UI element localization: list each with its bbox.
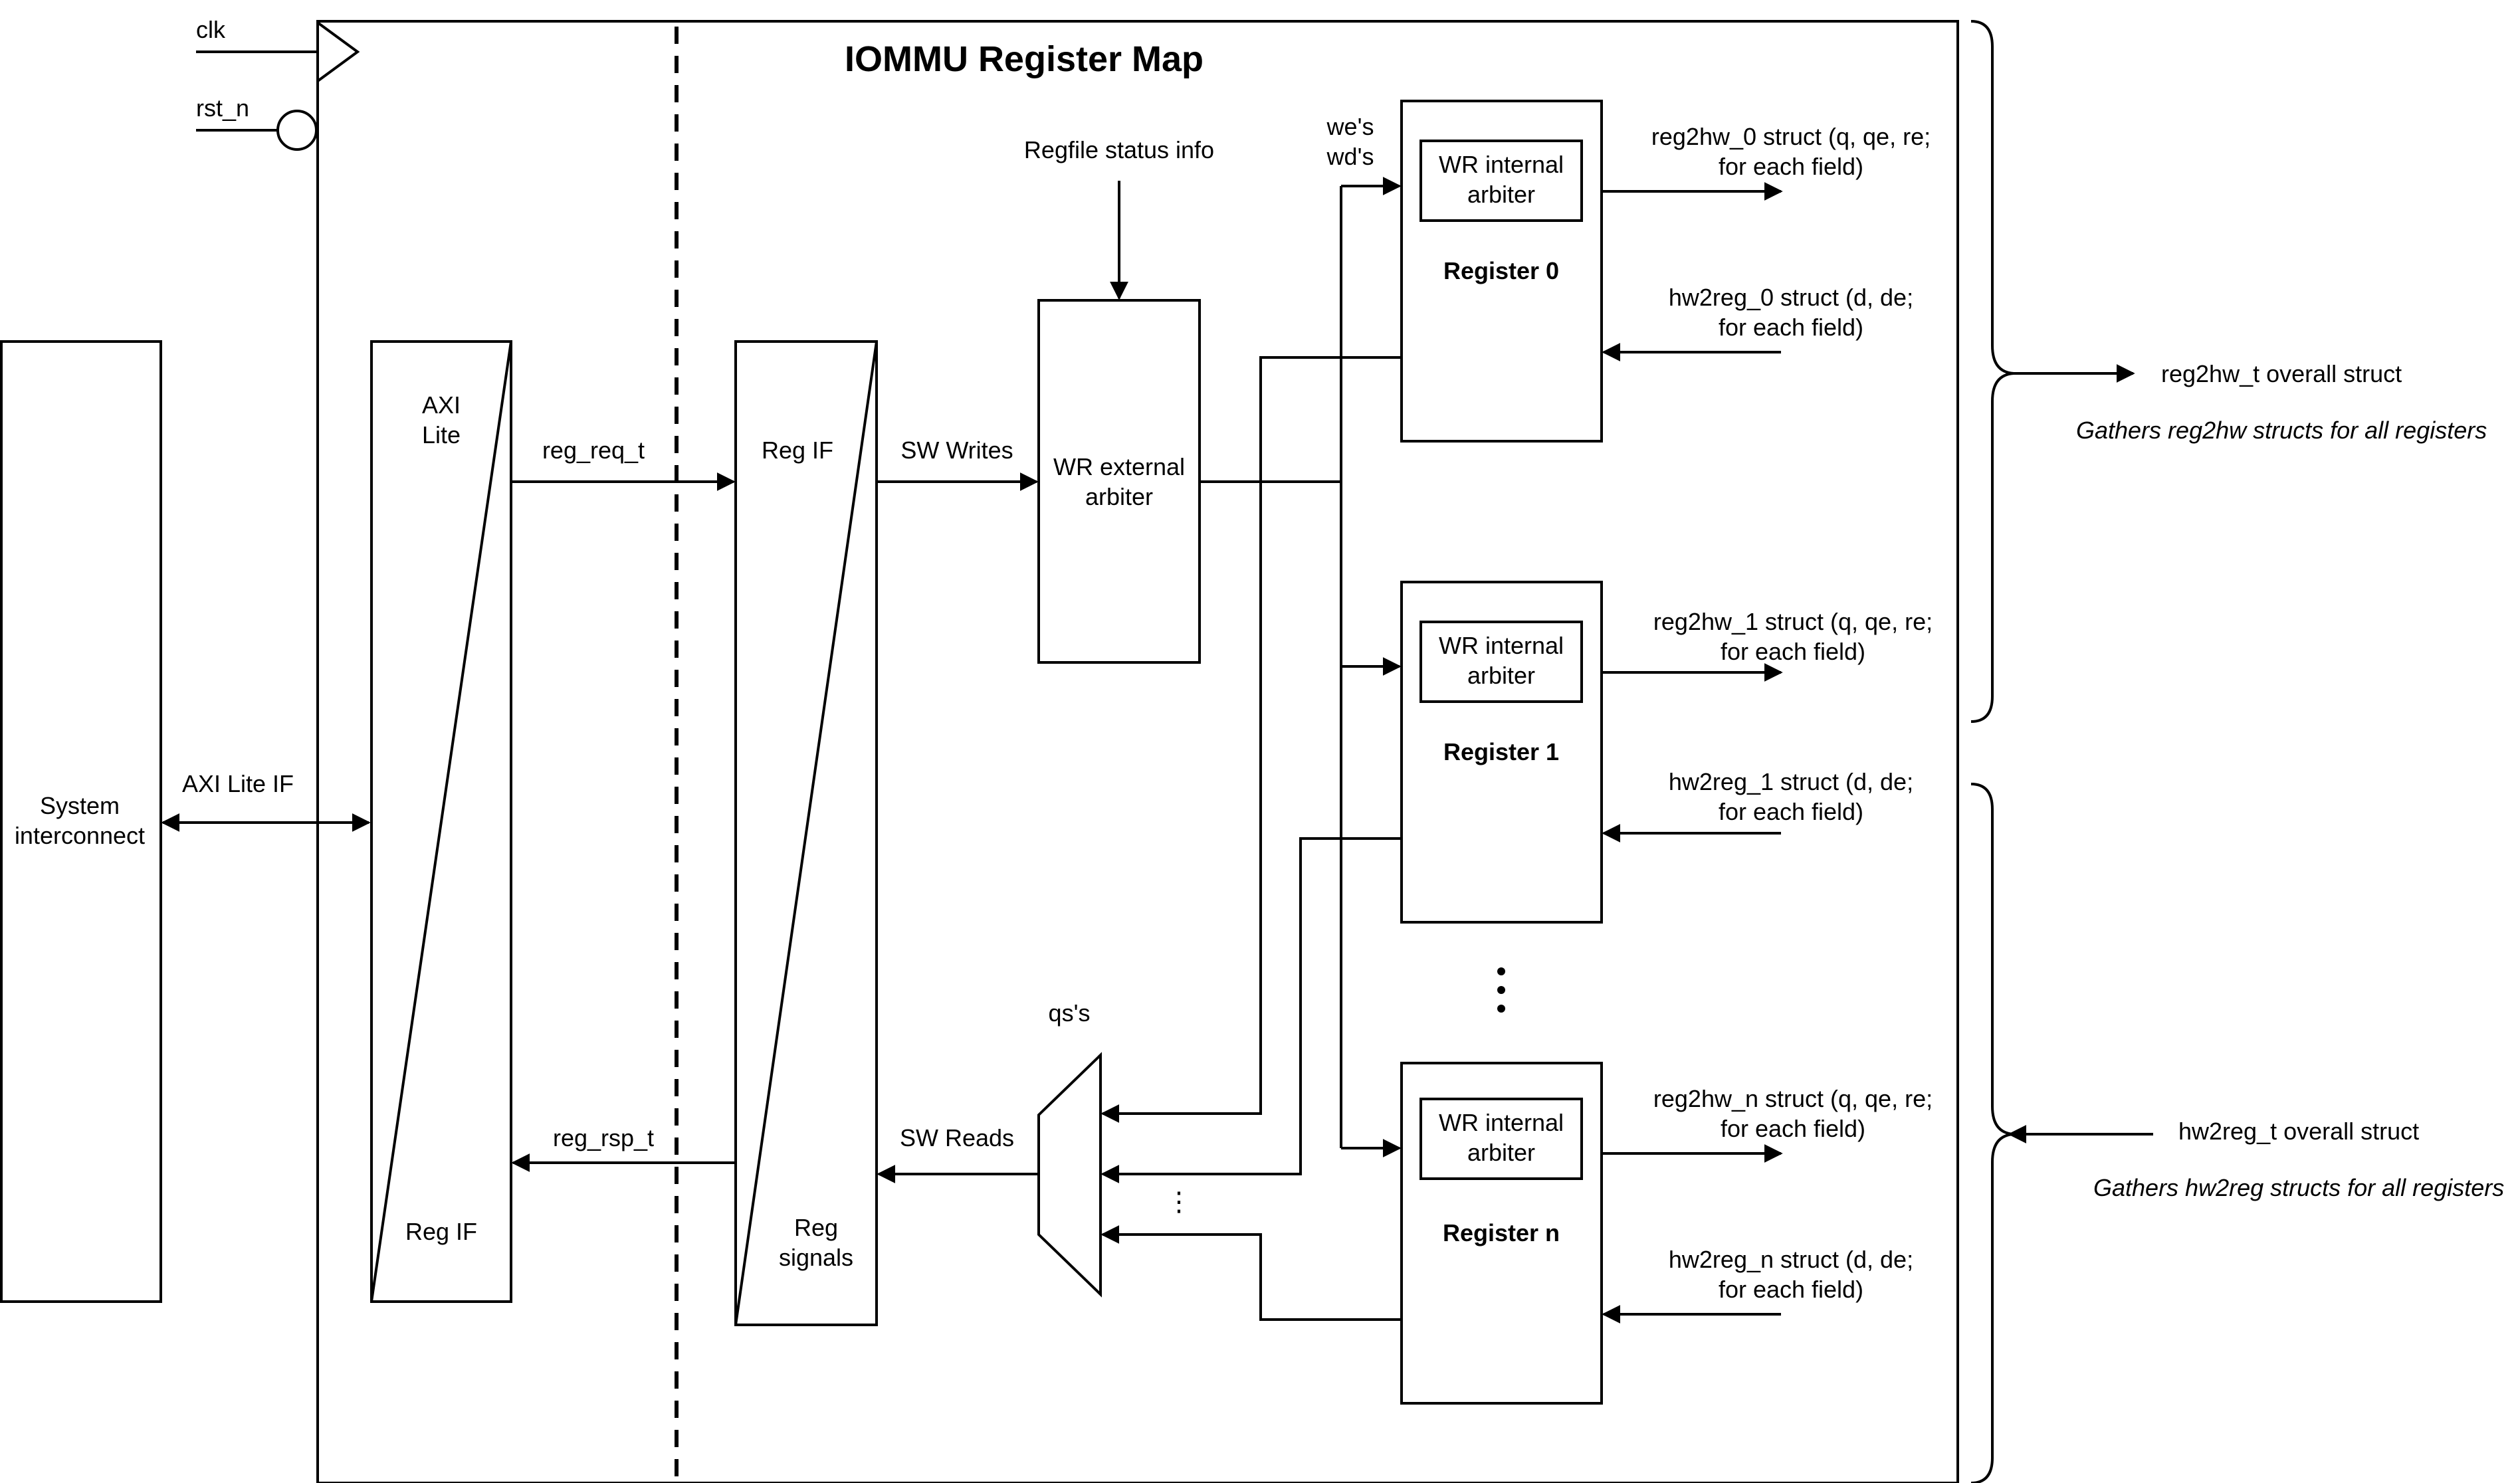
hw2reg-n-label: hw2reg_n struct (d, de; <box>1669 1246 1913 1273</box>
register-n-name: Register n <box>1443 1219 1560 1246</box>
axi-block-bottom-label: Reg IF <box>405 1218 477 1245</box>
register-1-inner-label: WR internal <box>1439 632 1564 659</box>
reg-req-label: reg_req_t <box>542 437 645 464</box>
clk-label: clk <box>196 16 226 43</box>
register-ellipsis-dot <box>1497 967 1505 975</box>
register-1-name: Register 1 <box>1443 738 1559 765</box>
hw2reg-1-label: hw2reg_1 struct (d, de; <box>1669 768 1913 795</box>
hw2reg-brace <box>1970 783 2014 1483</box>
system-interconnect-block <box>0 340 162 1303</box>
hw2reg-1-label: for each field) <box>1719 798 1863 825</box>
regif-block-bottom-label: Reg <box>794 1214 838 1241</box>
register-n-wr-internal-arbiter <box>1419 1098 1583 1180</box>
wds-label: wd's <box>1326 143 1374 170</box>
reg2hw-brace <box>1970 20 2014 723</box>
wr-external-arbiter-block <box>1037 299 1201 664</box>
read-mux-symbol <box>1037 1052 1102 1298</box>
regif-block-top-label: Reg IF <box>762 437 833 464</box>
reg2hw-0-label: for each field) <box>1719 153 1863 180</box>
reg2hw-overall-label: reg2hw_t overall struct <box>2161 360 2402 387</box>
clk-triangle-symbol <box>316 20 360 84</box>
sw-writes-label: SW Writes <box>900 437 1013 464</box>
register-0-name: Register 0 <box>1443 257 1559 284</box>
system-interconnect-label: interconnect <box>15 822 145 849</box>
register-0-wr-internal-arbiter <box>1419 140 1583 222</box>
register-1-wr-internal-arbiter <box>1419 621 1583 703</box>
register-n-inner-label: arbiter <box>1467 1139 1535 1166</box>
hw2reg-overall-label: hw2reg_t overall struct <box>2178 1118 2419 1145</box>
register-1-inner-label: arbiter <box>1467 662 1535 689</box>
reg2hw-n-label: for each field) <box>1721 1115 1865 1142</box>
register-0-inner-label: WR internal <box>1439 151 1564 178</box>
register-ellipsis-dot <box>1497 1005 1505 1013</box>
axi-block-top-label: AXI <box>422 391 461 419</box>
register-ellipsis-dot <box>1497 986 1505 994</box>
hw2reg-0-label: for each field) <box>1719 314 1863 341</box>
regif-block-diagonal <box>734 341 878 1326</box>
diagram-title: IOMMU Register Map <box>845 39 1204 79</box>
reg2hw-0-label: reg2hw_0 struct (q, qe, re; <box>1651 123 1931 150</box>
hw2reg-overall-note: Gathers hw2reg structs for all registers <box>2093 1174 2504 1201</box>
register-map-frame <box>316 20 1959 1483</box>
qs-label: qs's <box>1049 999 1091 1027</box>
regfile-status-label: Regfile status info <box>1024 136 1214 163</box>
sw-reads-label: SW Reads <box>900 1124 1014 1151</box>
reg-rsp-label: reg_rsp_t <box>553 1124 654 1151</box>
wes-label: we's <box>1326 113 1374 140</box>
regif-block-bottom-label: signals <box>779 1244 853 1271</box>
hw2reg-n-label: for each field) <box>1719 1276 1863 1303</box>
register-0-inner-label: arbiter <box>1467 181 1535 208</box>
system-interconnect-label: System <box>40 792 120 819</box>
register-1-qs-line <box>1101 837 1402 1183</box>
axi-lite-if-label: AXI Lite IF <box>182 770 294 797</box>
register-n-qs-line <box>1101 1225 1402 1321</box>
rst-bubble-symbol <box>276 110 318 151</box>
hw2reg-0-label: hw2reg_0 struct (d, de; <box>1669 284 1913 311</box>
register-0-qs-line <box>1101 356 1402 1123</box>
axi-block-diagonal <box>370 341 512 1302</box>
reg2hw-overall-note: Gathers reg2hw structs for all registers <box>2076 417 2487 444</box>
rst-label: rst_n <box>196 94 249 122</box>
reg2hw-n-label: reg2hw_n struct (q, qe, re; <box>1653 1085 1933 1112</box>
mux-input-ellipsis: ⋮ <box>1166 1187 1192 1217</box>
register-n-inner-label: WR internal <box>1439 1109 1564 1136</box>
reg2hw-1-label: for each field) <box>1721 638 1865 665</box>
reg2hw-1-label: reg2hw_1 struct (q, qe, re; <box>1653 608 1933 635</box>
wr-external-arbiter-label: WR external <box>1053 453 1185 480</box>
axi-block-top-label: Lite <box>422 421 461 448</box>
wr-external-arbiter-label: arbiter <box>1085 483 1153 510</box>
